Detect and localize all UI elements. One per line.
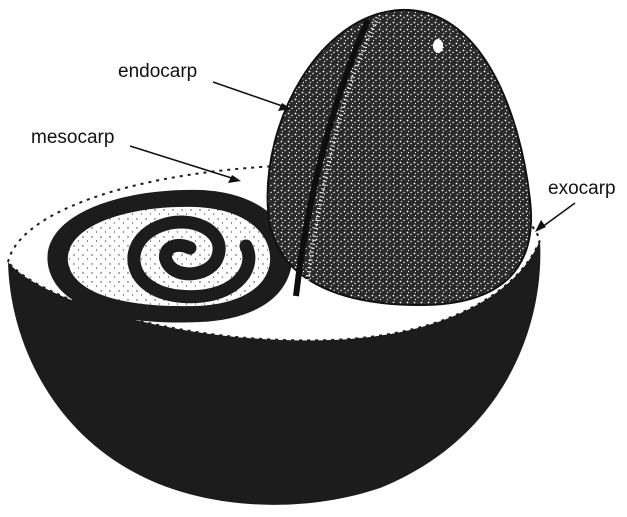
endocarp-pointer (213, 82, 288, 108)
mesocarp-label: mesocarp (31, 128, 114, 147)
endocarp-label: endocarp (118, 62, 197, 81)
endocarp-highlight (433, 39, 443, 53)
endocarp-stone (268, 10, 531, 305)
exocarp-arrowhead (535, 220, 546, 232)
exocarp-label: exocarp (548, 179, 616, 198)
mesocarp-pointer (130, 146, 238, 180)
